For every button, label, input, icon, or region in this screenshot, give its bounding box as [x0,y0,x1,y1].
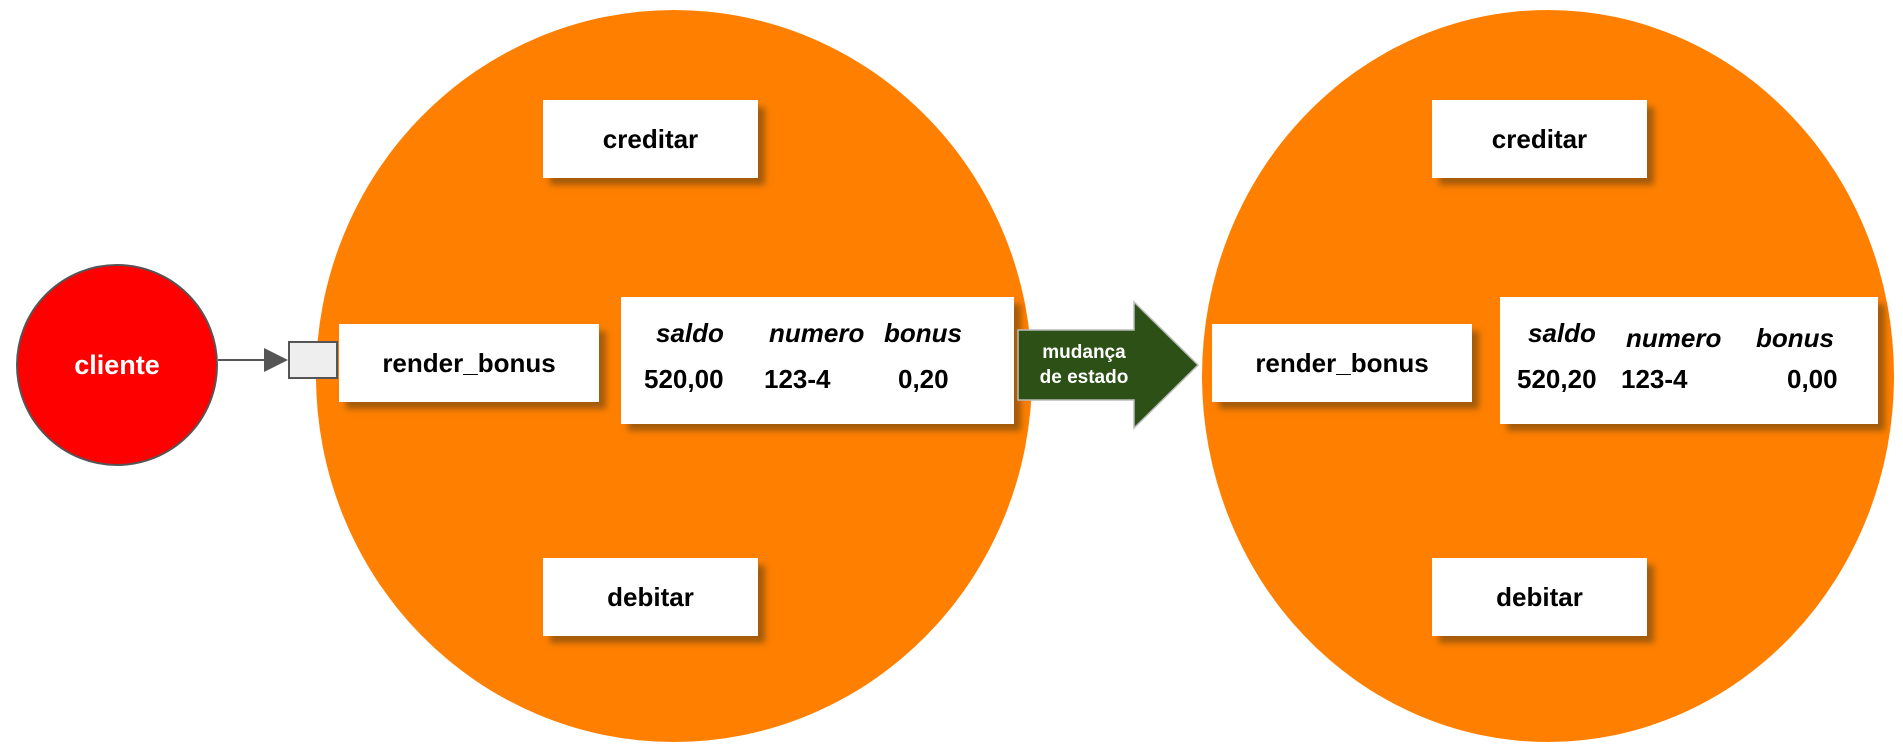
method-label: render_bonus [1255,347,1429,378]
method-label: debitar [1496,581,1583,612]
method-label: debitar [607,581,694,612]
client-label: cliente [74,349,160,380]
bonus-value: 0,00 [1787,364,1838,394]
bonus-header: bonus [1756,323,1834,353]
state-before: saldo numero bonus 520,00 123-4 0,20 [621,297,1014,424]
method-render-bonus-before: render_bonus [339,324,599,402]
bonus-value: 0,20 [898,364,949,394]
state-change-label: mudança de estado [1022,340,1146,390]
saldo-value: 520,00 [644,364,724,394]
numero-value: 123-4 [764,364,831,394]
method-label: creditar [602,123,699,154]
client-node: cliente [16,264,218,466]
method-label: creditar [1491,123,1588,154]
interface-port [288,341,338,379]
method-render-bonus-after: render_bonus [1212,324,1472,402]
method-label: render_bonus [382,347,556,378]
saldo-value: 520,20 [1517,364,1597,394]
saldo-header: saldo [1528,318,1596,348]
state-change-line2: de estado [1039,367,1129,388]
bonus-header: bonus [884,318,962,348]
method-creditar-after: creditar [1432,100,1647,178]
numero-value: 123-4 [1621,364,1688,394]
method-creditar-before: creditar [543,100,758,178]
state-after: saldo numero bonus 520,20 123-4 0,00 [1500,297,1878,424]
method-debitar-before: debitar [543,558,758,636]
numero-header: numero [769,318,865,348]
method-debitar-after: debitar [1432,558,1647,636]
state-change-line1: mudança [1042,342,1126,363]
numero-header: numero [1626,323,1722,353]
saldo-header: saldo [656,318,724,348]
